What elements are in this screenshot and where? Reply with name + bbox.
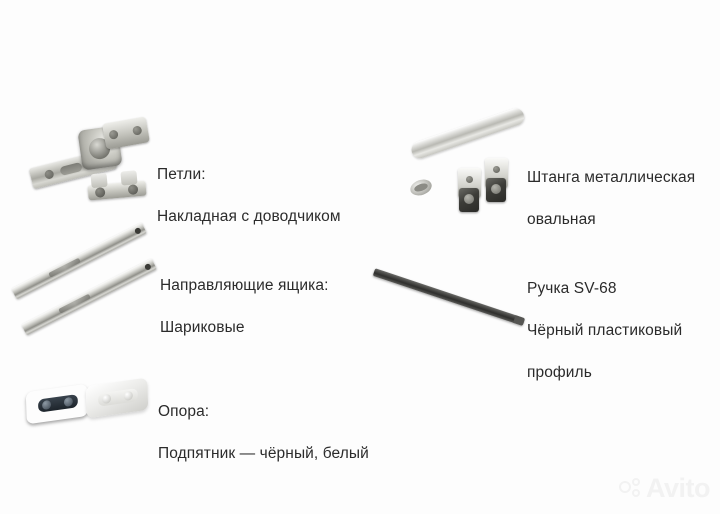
rod-caption: Штанга металлическая овальная bbox=[527, 146, 695, 251]
rod-bracket-left bbox=[458, 168, 481, 214]
support-foot-white bbox=[85, 377, 149, 419]
drawer-slide-lower bbox=[21, 258, 157, 336]
rod-caption-line-2: овальная bbox=[527, 211, 596, 228]
oval-rod-tube bbox=[409, 106, 527, 161]
slides-caption-line-2: Шариковые bbox=[160, 319, 245, 336]
foot-caption-line-2: Подпятник — чёрный, белый bbox=[158, 445, 369, 462]
slides-caption: Направляющие ящика: Шариковые bbox=[160, 254, 328, 359]
rod-bracket-right bbox=[485, 158, 508, 204]
slides-caption-line-1: Направляющие ящика: bbox=[160, 277, 329, 294]
drawer-slide-upper bbox=[11, 222, 147, 300]
avito-watermark: Avito bbox=[619, 473, 711, 503]
hinges-caption-line-1: Петли: bbox=[157, 166, 206, 183]
hinge-mounting-plate bbox=[87, 170, 148, 211]
rod-caption-line-1: Штанга металлическая bbox=[527, 169, 696, 186]
hinges-caption: Петли: Накладная с доводчиком bbox=[157, 143, 341, 248]
hinge-top-wing bbox=[102, 116, 150, 150]
cabinet-hinge-photo bbox=[22, 112, 154, 220]
ball-bearing-drawer-slides-photo bbox=[11, 222, 157, 340]
oval-rod-end-cap bbox=[408, 176, 434, 199]
foot-caption: Опора: Подпятник — чёрный, белый bbox=[158, 380, 369, 485]
hinges-caption-line-2: Накладная с доводчиком bbox=[157, 208, 341, 225]
handle-caption: Ручка SV-68 Чёрный пластиковый профиль bbox=[527, 257, 682, 404]
handle-profile-bar bbox=[372, 268, 526, 326]
handle-caption-line-3: профиль bbox=[527, 364, 592, 381]
black-plastic-handle-profile-photo bbox=[372, 264, 526, 326]
support-foot-black bbox=[26, 384, 89, 425]
handle-caption-line-2: Чёрный пластиковый bbox=[527, 322, 683, 339]
foot-caption-line-1: Опора: bbox=[158, 403, 210, 420]
support-foot-photo bbox=[24, 377, 149, 434]
oval-metal-rod-photo bbox=[408, 106, 527, 222]
handle-caption-line-1: Ручка SV-68 bbox=[527, 280, 617, 297]
avito-watermark-text: Avito bbox=[646, 473, 711, 503]
avito-logo-icon bbox=[619, 477, 641, 500]
